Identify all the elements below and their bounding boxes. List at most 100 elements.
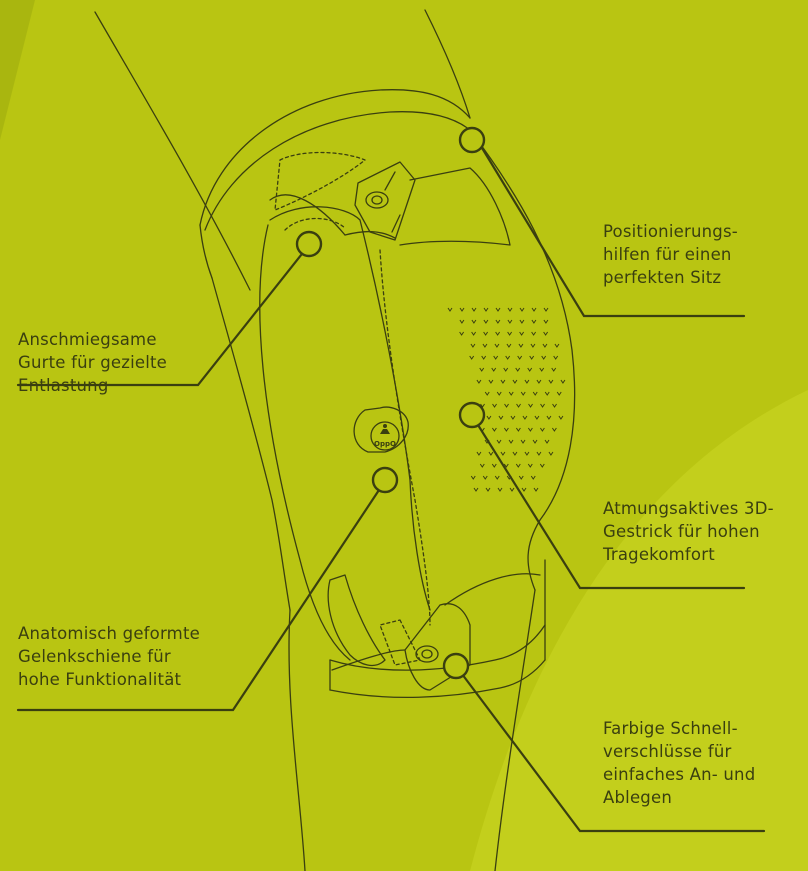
knit-chevron (554, 356, 558, 359)
knit-chevron (508, 320, 512, 323)
marker-positioning (460, 128, 484, 152)
background-dark-shape (0, 0, 35, 140)
callout-markers (297, 128, 484, 678)
knit-chevron (535, 416, 539, 419)
knit-chevron (483, 344, 487, 347)
knit-chevron (460, 308, 464, 311)
knit-chevron (480, 464, 484, 467)
knit-chevron (552, 428, 556, 431)
knit-chevron (537, 380, 541, 383)
knit-chevron (561, 380, 565, 383)
knit-chevron (495, 476, 499, 479)
knit-chevron (471, 344, 475, 347)
knit-chevron (492, 368, 496, 371)
knit-pattern (448, 308, 565, 491)
knit-chevron (460, 320, 464, 323)
knit-chevron (504, 368, 508, 371)
knit-chevron (494, 356, 498, 359)
knit-chevron (533, 440, 537, 443)
knit-chevron (489, 380, 493, 383)
label-quick-buckles: Farbige Schnell- verschlüsse für einfach… (603, 717, 803, 809)
knit-chevron (549, 380, 553, 383)
knit-chevron (497, 392, 501, 395)
knit-chevron (486, 488, 490, 491)
knit-chevron (493, 404, 497, 407)
knit-chevron (499, 416, 503, 419)
knit-chevron (547, 416, 551, 419)
knit-chevron (492, 464, 496, 467)
knit-chevron (528, 428, 532, 431)
knit-chevron (525, 452, 529, 455)
knit-chevron (525, 380, 529, 383)
knit-chevron (545, 392, 549, 395)
knit-chevron (542, 356, 546, 359)
knit-chevron (553, 404, 557, 407)
knit-chevron (483, 476, 487, 479)
knit-chevron (501, 452, 505, 455)
knit-chevron (557, 392, 561, 395)
knit-chevron (497, 440, 501, 443)
knit-chevron (528, 368, 532, 371)
knit-chevron (495, 344, 499, 347)
knit-chevron (520, 308, 524, 311)
knit-chevron (532, 320, 536, 323)
knit-chevron (477, 380, 481, 383)
knit-chevron (460, 332, 464, 335)
marker-knit (460, 403, 484, 427)
knit-chevron (484, 320, 488, 323)
knit-chevron (545, 440, 549, 443)
knit-chevron (507, 344, 511, 347)
knit-chevron (489, 452, 493, 455)
knit-chevron (508, 332, 512, 335)
knit-chevron (480, 368, 484, 371)
knit-chevron (520, 332, 524, 335)
knit-chevron (528, 464, 532, 467)
knit-chevron (508, 308, 512, 311)
knit-chevron (477, 452, 481, 455)
knit-chevron (544, 332, 548, 335)
knit-chevron (510, 488, 514, 491)
knit-chevron (521, 440, 525, 443)
knit-chevron (492, 428, 496, 431)
knit-chevron (543, 344, 547, 347)
knit-chevron (532, 308, 536, 311)
knit-chevron (531, 344, 535, 347)
label-hinge-splint: Anatomisch geformte Gelenkschiene für ho… (18, 622, 238, 691)
leg-outline (95, 10, 575, 871)
knit-chevron (519, 344, 523, 347)
marker-buckles (444, 654, 468, 678)
knit-chevron (504, 428, 508, 431)
knit-chevron (472, 308, 476, 311)
knit-chevron (513, 380, 517, 383)
knit-chevron (540, 428, 544, 431)
knit-chevron (540, 368, 544, 371)
knit-chevron (531, 476, 535, 479)
knit-chevron (519, 476, 523, 479)
knit-chevron (517, 404, 521, 407)
knit-chevron (472, 332, 476, 335)
knit-chevron (555, 344, 559, 347)
knit-chevron (501, 380, 505, 383)
knit-chevron (487, 416, 491, 419)
knit-chevron (484, 332, 488, 335)
knit-chevron (496, 332, 500, 335)
knit-chevron (537, 452, 541, 455)
knit-chevron (516, 464, 520, 467)
label-straps: Anschmiegsame Gurte für gezielte Entlast… (18, 328, 218, 397)
knit-chevron (470, 356, 474, 359)
label-positioning-aids: Positionierungs- hilfen für einen perfek… (603, 220, 803, 289)
knit-chevron (496, 308, 500, 311)
knit-chevron (522, 488, 526, 491)
knit-chevron (516, 428, 520, 431)
marker-hinge (373, 468, 397, 492)
knit-chevron (505, 404, 509, 407)
knit-chevron (506, 356, 510, 359)
knit-chevron (509, 440, 513, 443)
knit-chevron (521, 392, 525, 395)
knit-chevron (520, 320, 524, 323)
knit-chevron (540, 464, 544, 467)
knit-chevron (529, 404, 533, 407)
knit-chevron (523, 416, 527, 419)
knit-chevron (552, 368, 556, 371)
